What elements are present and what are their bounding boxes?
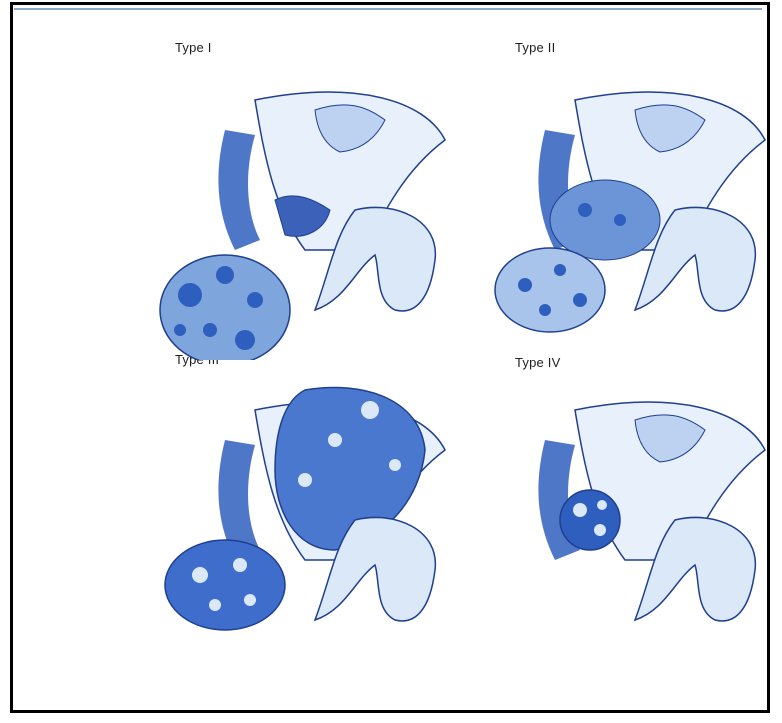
type-iv-illustration	[490, 370, 782, 670]
top-rule	[14, 8, 762, 10]
type-i-illustration	[155, 60, 455, 360]
type-ii-label: Type II	[515, 40, 555, 55]
type-ii-illustration	[490, 60, 782, 360]
type-i-label: Type I	[175, 40, 212, 55]
type-iii-illustration	[155, 370, 455, 670]
